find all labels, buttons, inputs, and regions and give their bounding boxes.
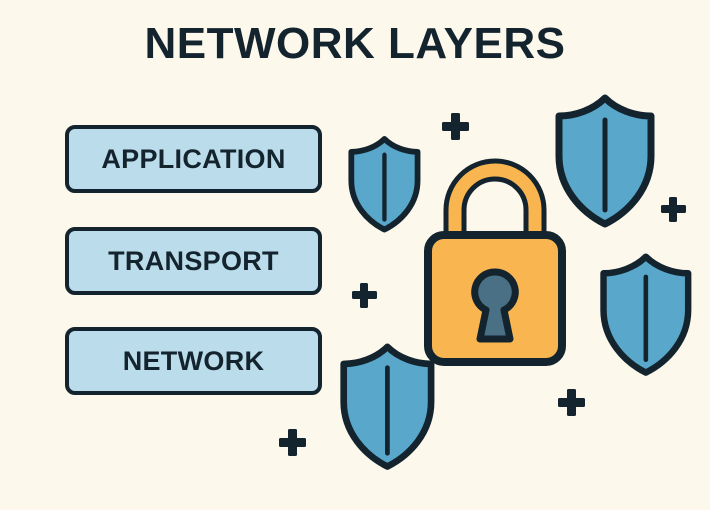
plus-left-icon <box>352 283 377 308</box>
shield-top-right-icon <box>555 94 655 228</box>
page-title: NETWORK LAYERS <box>144 19 566 68</box>
layer-box-transport[interactable]: TRANSPORT <box>65 227 322 295</box>
padlock-icon <box>424 158 566 366</box>
plus-bottom-left-icon <box>279 429 306 456</box>
layer-box-application[interactable]: APPLICATION <box>65 125 322 193</box>
shield-bottom-left-icon <box>340 343 435 470</box>
plus-top-center-icon <box>442 113 469 140</box>
layer-box-network[interactable]: NETWORK <box>65 327 322 395</box>
shield-right-icon <box>600 253 692 376</box>
shield-top-left-icon <box>348 136 421 233</box>
plus-bottom-right-icon <box>558 389 585 416</box>
plus-right-icon <box>661 197 686 222</box>
layer-label: TRANSPORT <box>108 245 279 276</box>
layer-label: NETWORK <box>122 345 265 376</box>
layer-label: APPLICATION <box>101 143 286 174</box>
